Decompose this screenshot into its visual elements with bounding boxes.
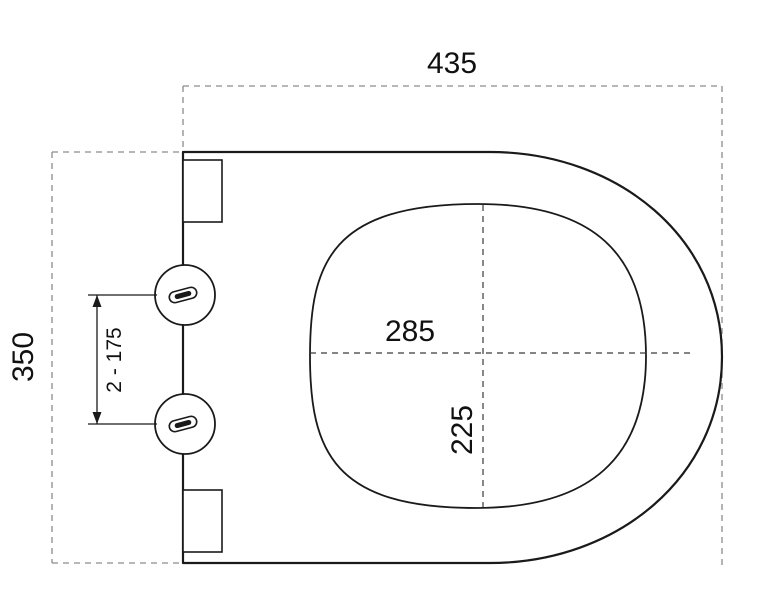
hinge-spacing-dimension — [88, 294, 157, 425]
overall-depth-guides — [51, 151, 245, 564]
dimension-label-hinge-spacing: 2 - 175 — [103, 327, 126, 392]
hinge-hole-top — [154, 264, 216, 326]
dimension-label-inner-depth: 225 — [446, 405, 479, 455]
hinge-hole-bottom — [154, 393, 216, 455]
seat-inner-opening — [309, 203, 647, 509]
overall-width-guides — [182, 85, 723, 565]
arrowhead-down-icon — [92, 412, 102, 424]
dimension-label-overall-depth: 350 — [7, 332, 40, 382]
hinge-slot-top-bar — [174, 290, 192, 300]
dimension-label-overall-width: 435 — [427, 47, 477, 80]
hinge-slot-bottom-bar — [174, 419, 192, 429]
seat-outer-outline — [181, 150, 724, 565]
hinge-bracket-bottom — [182, 489, 223, 553]
arrowhead-up-icon — [92, 295, 102, 307]
dimension-label-inner-width: 285 — [385, 315, 435, 348]
hinge-bracket-top — [182, 159, 223, 223]
